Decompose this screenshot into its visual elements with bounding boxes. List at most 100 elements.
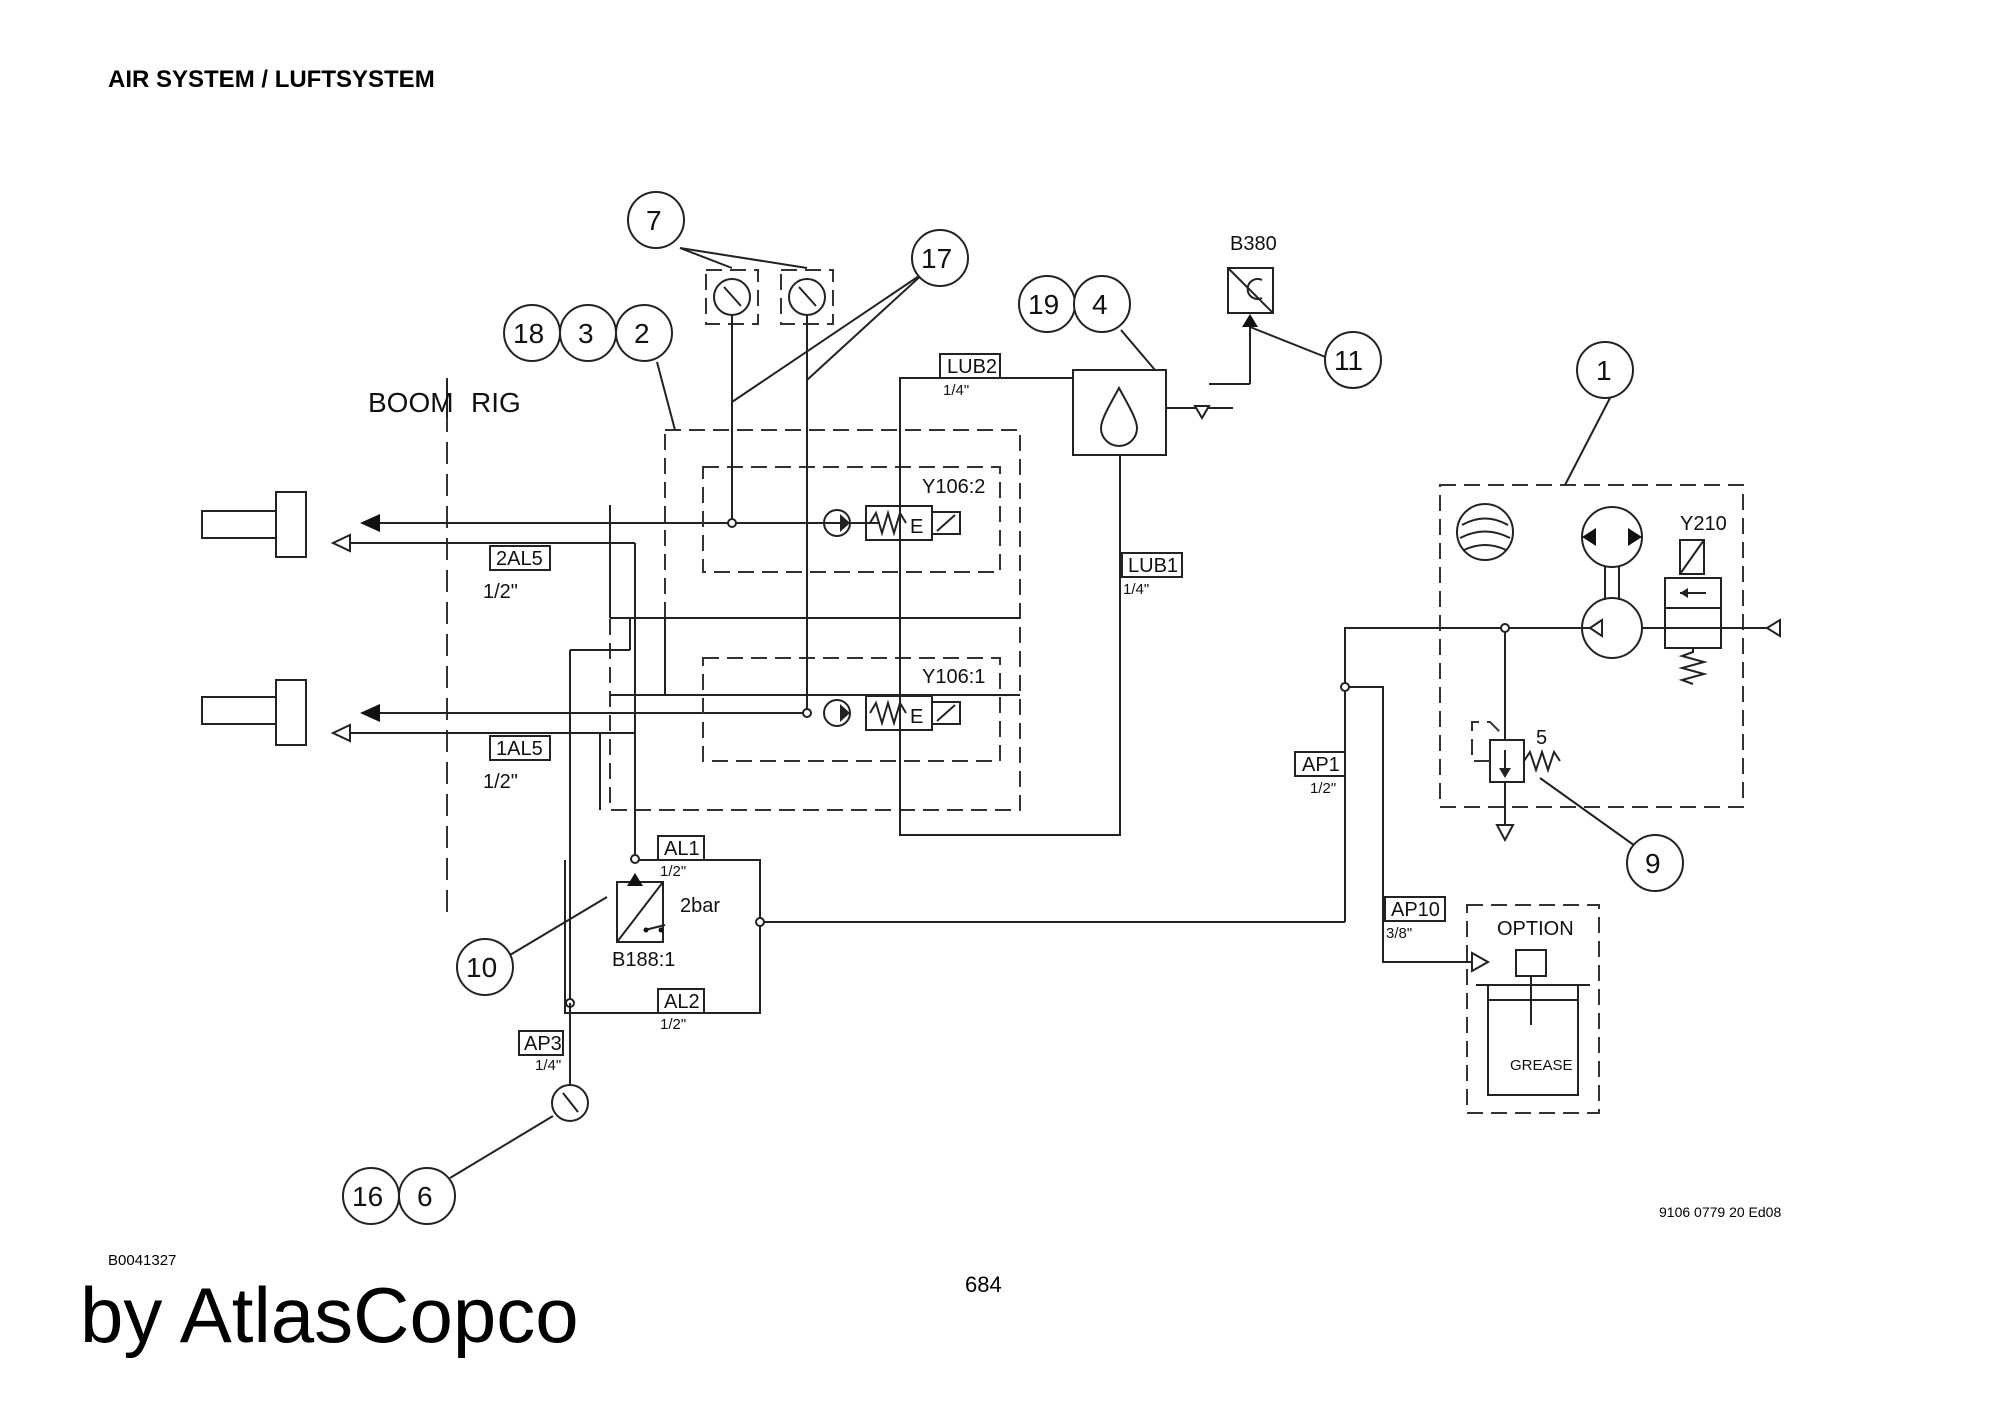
size-ap3: 1/4" [535,1057,561,1074]
ap3-tag-box [518,1030,564,1056]
svg-text:2: 2 [634,318,650,349]
lubricator [1072,369,1167,456]
size-ap10: 3/8" [1386,925,1412,942]
oil-drop-icon [1099,385,1139,447]
tag-lub1: LUB1 [1128,555,1178,577]
pressure-switch-b188-1 [616,873,666,943]
level-marker [1193,405,1211,420]
junction-al1 [630,854,640,864]
svg-text:19: 19 [1028,289,1059,320]
svg-text:9: 9 [1645,848,1661,879]
label-y106-2: Y106:2 [922,476,985,498]
reference-code: B0041327 [108,1252,177,1269]
balloon-7: 7 [627,191,685,249]
page-title: AIR SYSTEM / LUFTSYSTEM [108,66,435,93]
tag-lub2: LUB2 [947,356,997,378]
label-relief-5: 5 [1536,727,1547,749]
2al5-tag-box [489,545,551,571]
drawing-number: 9106 0779 20 Ed08 [1659,1204,1782,1220]
valve-box-bottom [702,657,1001,762]
ap10-tag-box [1384,896,1446,922]
balloon-11: 11 [1324,331,1382,389]
balloon-10: 10 [456,938,514,996]
balloon-2: 2 [615,304,673,362]
compressor-pump-icon [1581,597,1643,659]
pressure-setting: 2bar [680,895,720,917]
sensor-triangle [1242,314,1258,327]
balloon-3: 3 [559,304,617,362]
valve-y106-2: E [823,505,961,541]
level-sensor-b380 [1227,267,1274,314]
balloon-19: 19 [1018,275,1076,333]
svg-text:17: 17 [921,243,952,274]
size-lub1: 1/4" [1123,581,1149,598]
size-al2: 1/2" [660,1016,686,1033]
size-1al5: 1/2" [483,771,518,793]
zone-label-rig: RIG [471,387,521,418]
label-y106-1: Y106:1 [922,666,985,688]
balloon-16: 16 [342,1167,400,1225]
tag-al1: AL1 [664,838,700,860]
valve-box-top [702,466,1001,573]
svg-text:7: 7 [646,205,662,236]
valve-y210 [1664,539,1722,685]
svg-text:6: 6 [417,1181,433,1212]
pressure-gauge-right [780,269,834,713]
label-b188-1: B188:1 [612,949,675,971]
tag-ap3: AP3 [524,1033,562,1055]
filled-arrow-bottom [360,704,380,722]
lub-line-loop [899,377,1121,836]
tag-ap10: AP10 [1391,899,1440,921]
svg-text:10: 10 [466,952,497,983]
balloon-6: 6 [398,1167,456,1225]
junction-gauge-left [727,518,737,528]
open-arrow-bottom [330,723,351,743]
svg-text:4: 4 [1092,289,1108,320]
sensor-c-symbol [1246,278,1263,300]
leader-lines [449,247,1653,1179]
lub2-tag-box [939,353,1001,379]
ap1-tag-box [1294,751,1346,777]
grease-pump [1476,949,1590,1096]
svg-text:18: 18 [513,318,544,349]
option-label: OPTION [1497,918,1574,940]
size-ap1: 1/2" [1310,780,1336,797]
open-arrow-top [330,533,351,553]
tag-ap1: AP1 [1302,754,1340,776]
boom-cylinder-bottom [201,679,307,746]
junction-main [755,917,765,927]
balloon-9: 9 [1626,834,1684,892]
svg-text:16: 16 [352,1181,383,1212]
1al5-tag-box [489,735,551,761]
sensor-diagonal [1227,267,1274,314]
balloon-17: 17 [911,229,969,287]
balloon-18: 18 [503,304,561,362]
junction-gauge-right [802,708,812,718]
balloon-4: 4 [1073,275,1131,333]
junction-ap10 [1340,682,1350,692]
size-lub2: 1/4" [943,382,969,399]
balloon-1: 1 [1576,341,1634,399]
brand-footer: by AtlasCopco [80,1271,579,1359]
al-loop [564,859,761,1014]
junction-relief [1500,623,1510,633]
compressor-fan-icon [1456,503,1514,561]
filled-arrow-top [360,514,380,532]
tag-al2: AL2 [664,991,700,1013]
tag-1al5: 1AL5 [496,738,543,760]
compressor-unit [1439,484,1744,808]
boom-cylinder-top [201,491,307,558]
svg-text:1: 1 [1596,355,1612,386]
compressor-motor-icon [1581,506,1643,600]
tag-2al5: 2AL5 [496,548,543,570]
lub1-tag-box [1121,552,1183,578]
pressure-gauge-ap3 [551,1084,589,1122]
valve-y106-1: E [823,695,961,731]
label-b380: B380 [1230,233,1277,255]
intake-arrow [1765,618,1781,638]
svg-text:E: E [910,706,923,728]
svg-text:E: E [910,516,923,538]
ap10-line [1345,686,1488,963]
